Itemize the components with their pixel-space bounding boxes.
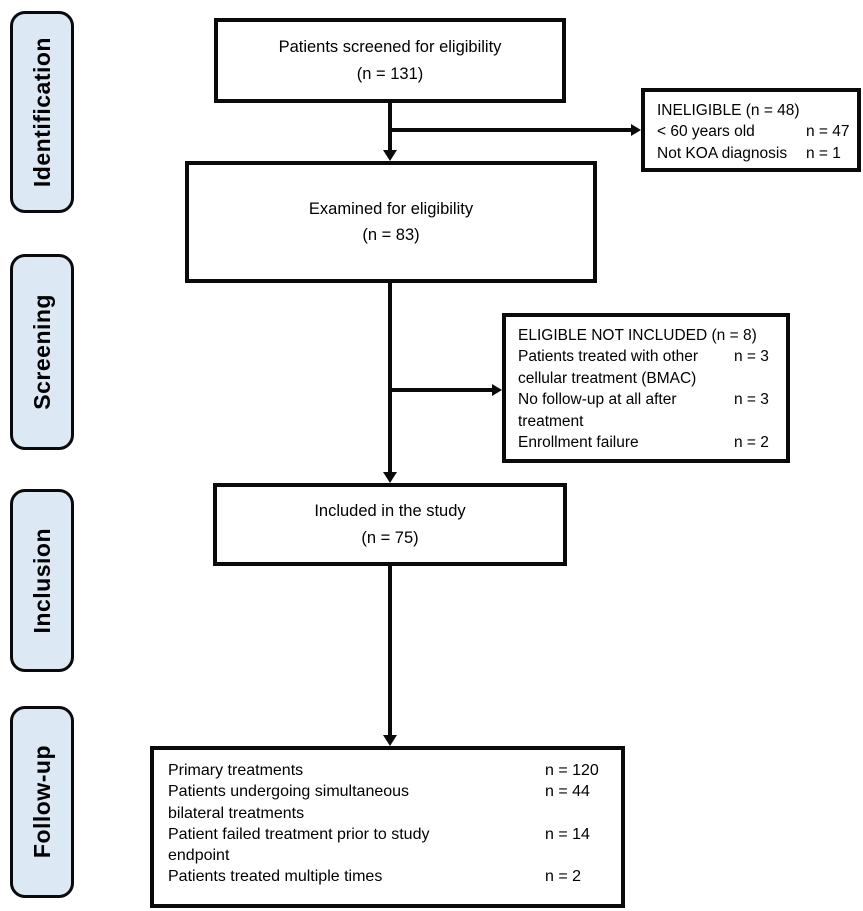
box-ineligible-rows: < 60 years old n = 47 Not KOA diagnosis …	[657, 121, 851, 164]
box-patients-screened: Patients screened for eligibility (n = 1…	[214, 18, 566, 103]
box-included-text: Included in the study (n = 75)	[314, 502, 466, 547]
followup-row: Primary treatments n = 120	[168, 760, 615, 781]
reason-label: No follow-up at all after treatment	[518, 391, 677, 430]
box-followup-rows: Primary treatments n = 120 Patients unde…	[168, 760, 615, 888]
reason-count: n = 1	[806, 144, 841, 162]
reason-row: Patients treated with other cellular tre…	[518, 346, 780, 389]
reason-row: No follow-up at all after treatment n = …	[518, 389, 780, 432]
box-examined: Examined for eligibility (n = 83)	[185, 161, 597, 283]
stage-screening-label: Screening	[28, 294, 55, 410]
stage-identification: Identification	[10, 11, 74, 213]
reason-count: n = 3	[734, 391, 769, 409]
followup-row: Patients undergoing simultaneous bilater…	[168, 781, 615, 824]
followup-label: Patients undergoing simultaneous bilater…	[168, 783, 410, 822]
followup-count: n = 44	[545, 783, 590, 801]
reason-label: < 60 years old	[657, 123, 755, 141]
reason-count: n = 47	[806, 123, 850, 141]
box-eligible-not-included-title: ELIGIBLE NOT INCLUDED (n = 8)	[518, 327, 757, 344]
reason-row: Enrollment failure n = 2	[518, 432, 780, 453]
followup-count: n = 2	[545, 868, 582, 886]
reason-row: < 60 years old n = 47	[657, 121, 851, 142]
box-ineligible-title: INELIGIBLE (n = 48)	[657, 102, 800, 119]
connector-to-ineligible	[390, 128, 633, 132]
arrow-down-icon	[383, 472, 397, 483]
reason-label: Enrollment failure	[518, 433, 639, 451]
stage-screening: Screening	[10, 254, 74, 450]
connector-screened-to-examined	[388, 103, 392, 151]
reason-count: n = 3	[734, 348, 769, 366]
reason-row: Not KOA diagnosis n = 1	[657, 143, 851, 164]
box-eligible-not-included-rows: Patients treated with other cellular tre…	[518, 346, 780, 453]
followup-count: n = 120	[545, 762, 599, 779]
arrow-down-icon	[383, 150, 397, 161]
stage-followup-label: Follow-up	[28, 745, 55, 859]
arrow-right-icon	[492, 384, 502, 396]
followup-label: Patients treated multiple times	[168, 868, 383, 886]
stage-inclusion: Inclusion	[10, 489, 74, 672]
reason-count: n = 2	[734, 433, 769, 451]
box-included: Included in the study (n = 75)	[213, 483, 567, 566]
box-followup-details: Primary treatments n = 120 Patients unde…	[150, 746, 625, 908]
stage-inclusion-label: Inclusion	[28, 527, 55, 634]
followup-row: Patient failed treatment prior to study …	[168, 824, 615, 867]
box-eligible-not-included: ELIGIBLE NOT INCLUDED (n = 8) Patients t…	[502, 313, 790, 463]
reason-label: Not KOA diagnosis	[657, 144, 788, 162]
connector-examined-to-included	[388, 283, 392, 473]
box-ineligible: INELIGIBLE (n = 48) < 60 years old n = 4…	[641, 88, 861, 172]
followup-row: Patients treated multiple times n = 2	[168, 866, 615, 887]
reason-label: Patients treated with other cellular tre…	[518, 348, 699, 387]
connector-included-to-followup	[388, 566, 392, 736]
arrow-right-icon	[631, 124, 641, 136]
followup-label: Primary treatments	[168, 762, 304, 779]
box-examined-text: Examined for eligibility (n = 83)	[308, 199, 474, 244]
box-patients-screened-text: Patients screened for eligibility (n = 1…	[278, 38, 502, 83]
stage-followup: Follow-up	[10, 706, 74, 898]
stage-identification-label: Identification	[28, 36, 55, 188]
followup-count: n = 14	[545, 825, 590, 843]
followup-label: Patient failed treatment prior to study …	[168, 825, 430, 865]
connector-to-eligible-not-included	[390, 388, 494, 392]
arrow-down-icon	[383, 735, 397, 746]
